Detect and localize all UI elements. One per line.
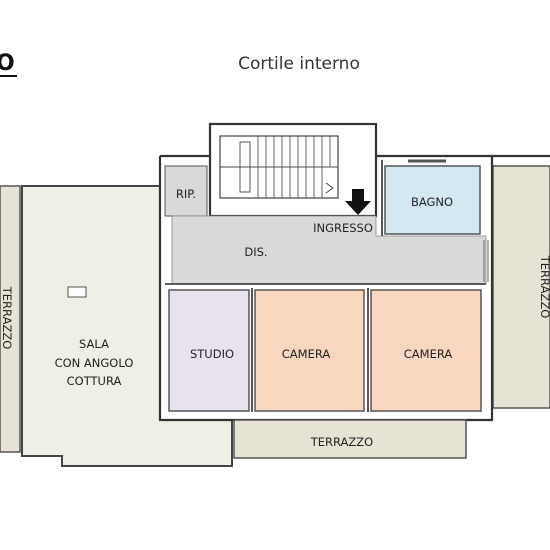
bagno-area xyxy=(384,165,481,235)
stair-direction-arrow xyxy=(325,182,334,194)
studio-area xyxy=(168,289,250,412)
terrazzo-left-label: TERRAZZO xyxy=(0,286,14,349)
camera-2-area xyxy=(370,289,482,412)
studio-label: STUDIO xyxy=(190,347,234,361)
courtyard-label: Cortile interno xyxy=(238,54,360,74)
terrazzo-right-area xyxy=(492,165,550,409)
rip-label: RIP. xyxy=(176,187,196,201)
sala-label-line3: COTTURA xyxy=(67,374,122,388)
heading-fragment: O xyxy=(0,51,15,76)
terrazzo-right-label: TERRAZZO xyxy=(538,255,550,318)
ingresso-label: INGRESSO xyxy=(313,221,373,235)
dis-label: DIS. xyxy=(244,245,267,259)
entrance-arrow-icon xyxy=(345,189,371,215)
bagno-label: BAGNO xyxy=(411,195,453,209)
camera-2-label: CAMERA xyxy=(404,347,453,361)
camera-1-label: CAMERA xyxy=(282,347,331,361)
camera-1-area xyxy=(254,289,365,412)
terrazzo-bottom-label: TERRAZZO xyxy=(310,435,373,449)
sala-label-line2: CON ANGOLO xyxy=(55,356,134,370)
sala-label-line1: SALA xyxy=(79,337,109,351)
stair-treads xyxy=(257,136,331,198)
terrazzo-left-area xyxy=(0,185,21,453)
sala-counter xyxy=(67,286,87,298)
terrazzo-bottom-area xyxy=(233,419,467,459)
rip-area xyxy=(164,165,208,217)
